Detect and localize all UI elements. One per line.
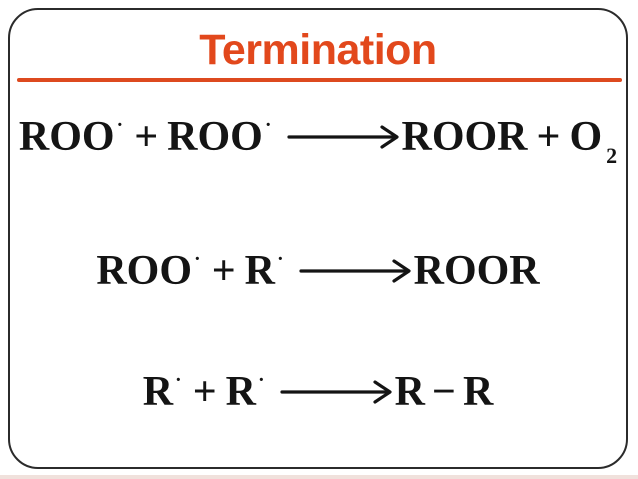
plus-operator: + xyxy=(211,248,236,294)
reaction-arrow-icon xyxy=(286,125,399,149)
species-roor: ROOR xyxy=(413,248,540,294)
oxygen-subscript: 2 xyxy=(606,143,618,168)
single-bond-dash: − xyxy=(432,369,456,415)
radical-dot: · xyxy=(175,369,182,391)
equation-peroxy-alkyl-coupling: ROO· + R· ROOR xyxy=(10,247,626,295)
species-r: R xyxy=(244,248,275,294)
species-oxygen: O xyxy=(569,114,603,160)
reaction-arrow-icon xyxy=(280,380,392,404)
plus-operator: + xyxy=(134,114,159,160)
species-roo: ROO xyxy=(96,248,193,294)
species-roo: ROO xyxy=(18,114,115,160)
plus-operator: + xyxy=(192,369,217,415)
species-r: R xyxy=(142,369,174,415)
plus-operator: + xyxy=(536,114,561,160)
species-r: R xyxy=(462,369,494,415)
radical-dot: · xyxy=(276,248,284,270)
equation-alkyl-alkyl-coupling: R· + R· R − R xyxy=(10,368,626,416)
species-r: R xyxy=(225,369,256,415)
radical-dot: · xyxy=(194,248,201,270)
title-underline-rule xyxy=(17,78,622,82)
radical-dot: · xyxy=(264,114,272,136)
species-roor: ROOR xyxy=(401,114,528,160)
species-r: R xyxy=(394,369,426,415)
radical-dot: · xyxy=(258,369,265,391)
reaction-arrow-icon xyxy=(299,259,411,283)
species-roo: ROO xyxy=(167,114,263,160)
bottom-edge-strip xyxy=(0,475,638,479)
radical-dot: · xyxy=(116,114,124,136)
slide-title: Termination xyxy=(199,26,437,74)
